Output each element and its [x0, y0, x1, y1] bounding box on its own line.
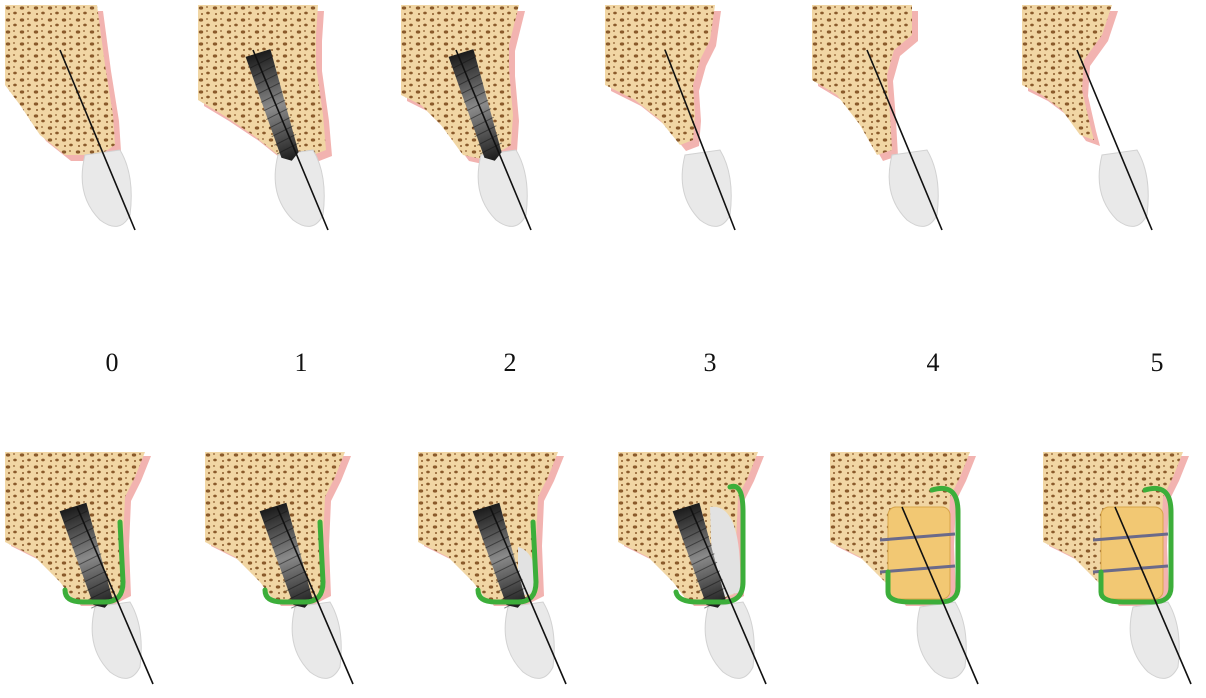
- panel-svg: [812, 5, 962, 245]
- diagram-panel-top-5: [1022, 5, 1172, 245]
- panel-svg: [418, 452, 568, 692]
- stage-label-4: 4: [913, 347, 953, 379]
- diagram-panel-bottom-4: [830, 452, 980, 692]
- panel-svg: [5, 452, 155, 692]
- panel-svg: [605, 5, 755, 245]
- stage-label-5: 5: [1137, 347, 1177, 379]
- stage-label-1: 1: [281, 347, 321, 379]
- alveolar-bone: [5, 5, 115, 155]
- panel-svg: [618, 452, 768, 692]
- panel-svg: [5, 5, 155, 245]
- bone-block-graft: [1101, 507, 1163, 599]
- alveolar-bone: [1022, 5, 1112, 140]
- diagram-panel-bottom-2: [418, 452, 568, 692]
- panel-svg: [830, 452, 980, 692]
- diagram-panel-bottom-1: [205, 452, 355, 692]
- panel-svg: [198, 5, 348, 245]
- diagram-panel-top-0: [5, 5, 155, 245]
- diagram-panel-top-1: [198, 5, 348, 245]
- diagram-panel-top-2: [401, 5, 551, 245]
- panel-svg: [401, 5, 551, 245]
- diagram-panel-bottom-5: [1043, 452, 1193, 692]
- diagram-panel-top-4: [812, 5, 962, 245]
- diagram-panel-bottom-3: [618, 452, 768, 692]
- diagram-panel-top-3: [605, 5, 755, 245]
- bone-block-graft: [888, 507, 950, 599]
- panel-svg: [205, 452, 355, 692]
- stage-label-2: 2: [490, 347, 530, 379]
- stage-label-3: 3: [690, 347, 730, 379]
- panel-svg: [1043, 452, 1193, 692]
- stage-label-0: 0: [92, 347, 132, 379]
- diagram-panel-bottom-0: [5, 452, 155, 692]
- panel-svg: [1022, 5, 1172, 245]
- alveolar-bone: [812, 5, 912, 155]
- tooth-crown: [682, 150, 731, 226]
